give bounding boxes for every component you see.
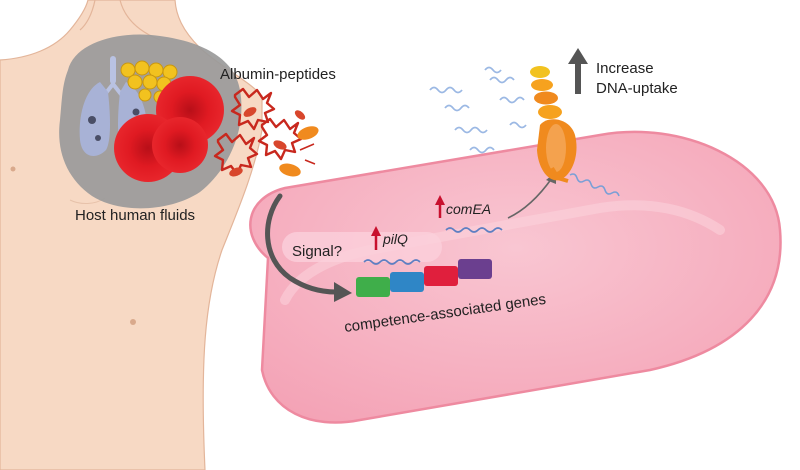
comea-label: comEA — [446, 201, 491, 217]
pilq-upregulation — [371, 226, 381, 250]
gene-blue-block — [390, 272, 424, 292]
albumin-peptides-icon — [213, 87, 319, 177]
signal-entry-arrow — [265, 193, 352, 302]
gene-cluster — [356, 259, 492, 297]
comea-dna — [445, 227, 503, 233]
bacterium-cell — [249, 130, 782, 424]
nipple-mark — [10, 166, 16, 172]
pilq-label: pilQ — [382, 231, 408, 247]
navel-mark — [130, 319, 136, 325]
increase-label: Increase — [596, 60, 654, 77]
pilq-dna — [363, 259, 421, 265]
signal-label: Signal? — [292, 243, 342, 260]
incoming-dna — [569, 173, 620, 197]
gene-purple-block — [458, 259, 492, 279]
signal-region — [282, 232, 442, 262]
increase-arrow-icon — [568, 48, 588, 94]
extracellular-dna-icon — [429, 66, 527, 154]
fat-cells-icon — [120, 60, 178, 104]
host-fluids-label: Host human fluids — [75, 207, 195, 224]
pilus-complex-icon — [530, 66, 577, 183]
comea-upregulation — [435, 195, 445, 218]
gene-green-block — [356, 277, 390, 297]
gene-red-block — [424, 266, 458, 286]
dna-uptake-label: DNA-uptake — [596, 80, 678, 97]
albumin-label: Albumin-peptides — [220, 66, 336, 83]
red-blood-cells-icon — [114, 76, 224, 182]
